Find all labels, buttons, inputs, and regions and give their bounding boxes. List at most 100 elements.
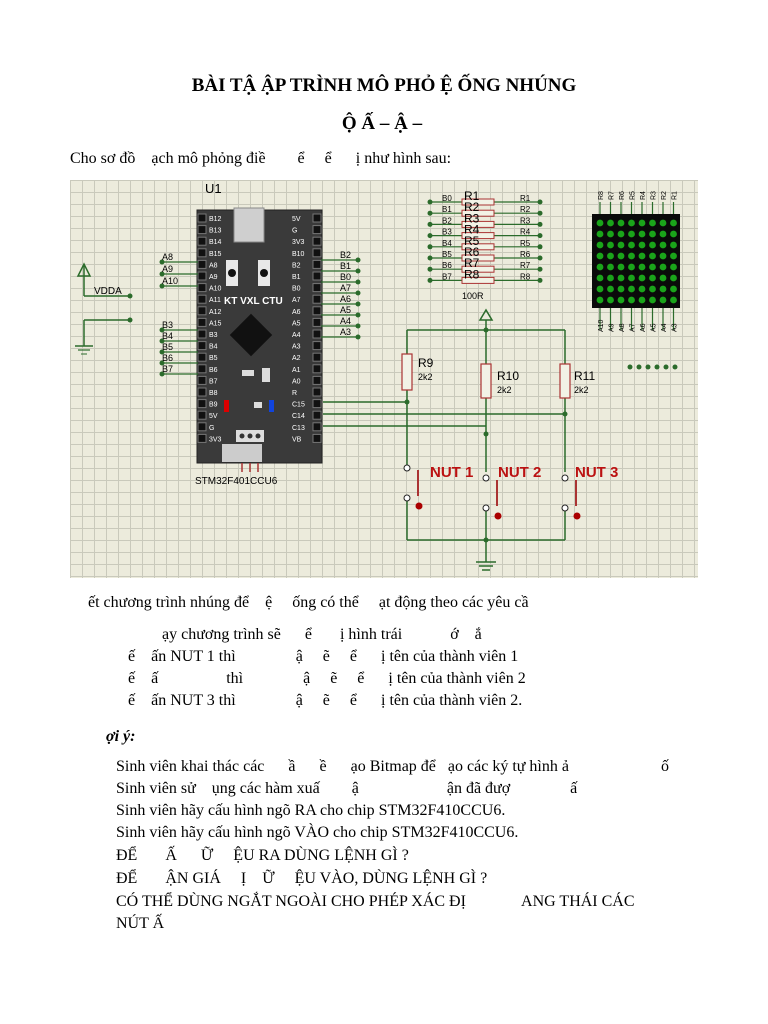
matrix-led [607, 274, 614, 282]
network-right-label: R2 [520, 205, 531, 214]
header-pin [197, 294, 207, 304]
network-resistor [461, 254, 495, 262]
header-pin-label: A10 [209, 286, 222, 293]
header-pin-label: B2 [292, 262, 301, 269]
matrix-led [649, 285, 656, 293]
header-pin [197, 248, 207, 258]
header-pin [197, 271, 207, 281]
matrix-led [670, 230, 677, 238]
header-pin [197, 410, 207, 420]
network-resistor-label: R2 [464, 200, 480, 214]
button-circuit [323, 308, 566, 571]
matrix-led [659, 285, 667, 293]
header-pin-label: C15 [292, 402, 305, 409]
resistor-r10 [480, 363, 492, 399]
matrix-led [670, 241, 677, 249]
right-pin-header: 5VG3V3B10B2B1B0A7A6A5A4A3A2A1A0RC15C14C1… [292, 213, 322, 443]
header-pin-label: 5V [209, 413, 218, 420]
network-resistor-label: R5 [464, 234, 480, 248]
header-pin [312, 283, 322, 293]
header-pin [197, 283, 207, 293]
network-left-label: B1 [442, 205, 452, 214]
header-pin [197, 259, 207, 269]
matrix-led [649, 263, 656, 271]
matrix-led [607, 241, 614, 249]
net-label: B6 [162, 353, 173, 363]
push-button-2 [482, 474, 502, 520]
network-resistor-label: R7 [464, 256, 480, 270]
header-pin-label: A12 [209, 309, 222, 316]
header-pin [197, 341, 207, 351]
matrix-led [638, 296, 646, 304]
r10-label: R10 [497, 369, 519, 383]
header-pin-label: G [292, 228, 297, 235]
header-pin-label: A0 [292, 378, 301, 385]
header-pin [197, 225, 207, 235]
push-button-1 [403, 464, 423, 510]
matrix-bottom-label: A10 [598, 319, 605, 332]
header-pin-label: A6 [292, 309, 301, 316]
chip-label: STM32F401CCU6 [195, 476, 278, 487]
matrix-led [659, 230, 667, 238]
matrix-led [670, 263, 677, 271]
matrix-led [628, 296, 635, 304]
matrix-led [659, 252, 667, 260]
hint-7: CÓ THỂ DÙNG NGẮT NGOÀI CHO PHÉP XÁC ĐỊ A… [116, 893, 635, 910]
matrix-led [670, 285, 677, 293]
network-right-label: R7 [520, 261, 531, 270]
header-pin [312, 341, 322, 351]
header-pin-label: B6 [209, 367, 218, 374]
matrix-led [617, 274, 625, 282]
net-label: A9 [162, 264, 173, 274]
header-pin-label: A8 [209, 262, 218, 269]
led-matrix [592, 214, 680, 308]
network-right-label: R4 [520, 228, 531, 237]
matrix-led [596, 230, 604, 238]
header-pin-label: A4 [292, 332, 301, 339]
header-pin-label: B1 [292, 274, 301, 281]
net-label: B7 [162, 364, 173, 374]
matrix-led [607, 252, 614, 260]
header-pin-label: R [292, 390, 297, 397]
header-pin [312, 306, 322, 316]
header-pin [312, 317, 322, 327]
matrix-top-label: R5 [630, 191, 637, 200]
button-3-label: NUT 3 [575, 464, 618, 481]
matrix-bottom-label: A4 [661, 323, 668, 332]
net-label: A4 [340, 316, 351, 326]
header-pin [197, 329, 207, 339]
header-pin-label: B7 [209, 378, 218, 385]
matrix-led [638, 285, 646, 293]
requirement-1: ạy chương trình sẽ ể ị hình trái ớ ắ [162, 626, 482, 643]
r11-value: 2k2 [574, 385, 589, 395]
matrix-led [607, 230, 614, 238]
spare-connectors [627, 364, 678, 370]
header-pin-label: A15 [209, 320, 222, 327]
matrix-top-label: R3 [651, 191, 658, 200]
header-pin-label: B0 [292, 286, 301, 293]
header-pin-label: 3V3 [292, 239, 305, 246]
header-pin-label: B8 [209, 390, 218, 397]
network-left-label: B4 [442, 239, 452, 248]
matrix-top-label: R4 [640, 191, 647, 200]
header-pin [197, 306, 207, 316]
network-left-label: B3 [442, 228, 452, 237]
network-resistor [461, 220, 495, 228]
header-pin [312, 422, 322, 432]
led-matrix-dots [596, 219, 677, 304]
header-pin [197, 236, 207, 246]
header-pin-label: A3 [292, 344, 301, 351]
matrix-led [596, 252, 604, 260]
matrix-top-label: R8 [598, 191, 605, 200]
network-right-label: R8 [520, 272, 531, 281]
net-label: A3 [340, 327, 351, 337]
header-pin [312, 259, 322, 269]
matrix-bottom-label: A3 [672, 323, 679, 332]
matrix-led [617, 219, 625, 227]
matrix-led [638, 252, 646, 260]
hint-1: Sinh viên khai thác các ầ ề ạo Bitmap để… [116, 758, 669, 775]
matrix-led [607, 296, 614, 304]
header-pin-label: B14 [209, 239, 222, 246]
